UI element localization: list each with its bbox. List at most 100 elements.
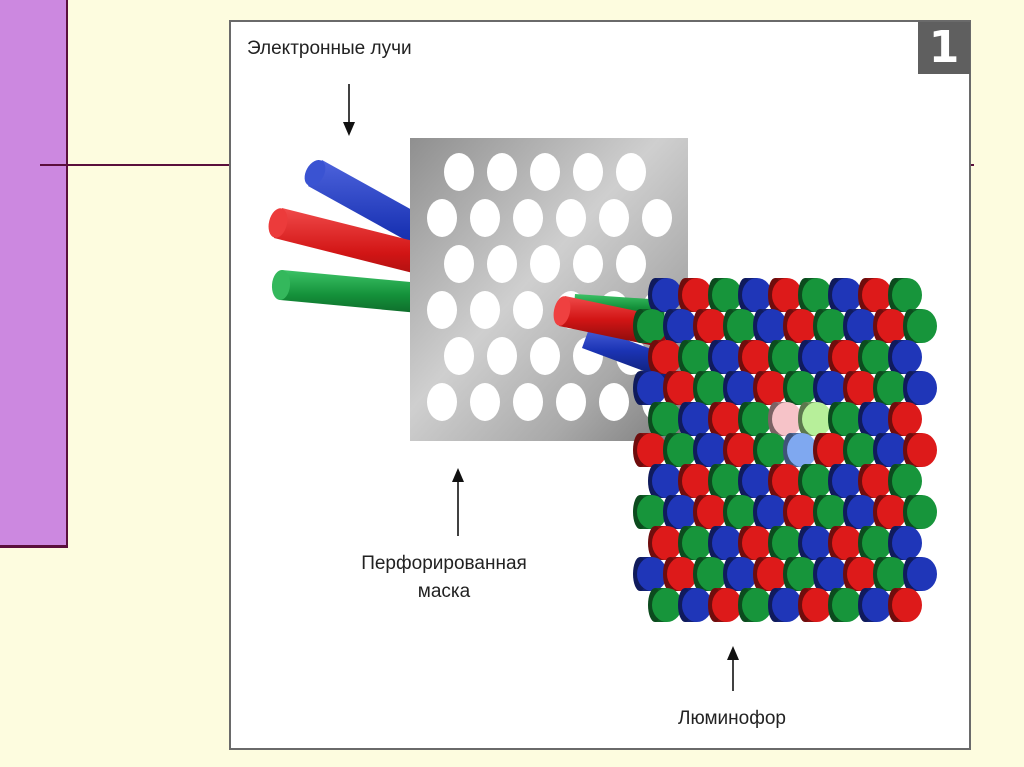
phosphor-dot xyxy=(723,557,757,591)
phosphor-dot-lit-green xyxy=(798,402,832,436)
label-phosphor: Люминофор xyxy=(678,708,786,729)
phosphor-dot xyxy=(648,402,682,436)
phosphor-dot xyxy=(648,340,682,374)
phosphor-dot xyxy=(663,557,697,591)
phosphor-dot xyxy=(888,402,922,436)
phosphor-dot xyxy=(708,340,742,374)
phosphor-dot xyxy=(678,402,712,436)
mask-hole xyxy=(427,291,457,329)
phosphor-dot xyxy=(798,340,832,374)
phosphor-dot xyxy=(708,464,742,498)
phosphor-dot xyxy=(693,309,727,343)
mask-hole xyxy=(513,291,543,329)
phosphor-dot xyxy=(663,495,697,529)
phosphor-dot xyxy=(858,278,892,312)
phosphor-dot xyxy=(663,371,697,405)
phosphor-dot xyxy=(903,557,937,591)
phosphor-dot xyxy=(828,526,862,560)
phosphor-dot xyxy=(858,464,892,498)
phosphor-dot xyxy=(903,495,937,529)
side-bar-base xyxy=(0,545,68,548)
phosphor-dot xyxy=(708,526,742,560)
phosphor-dot xyxy=(738,340,772,374)
phosphor-dot xyxy=(828,464,862,498)
phosphor-dot xyxy=(903,433,937,467)
phosphor-dot xyxy=(633,371,667,405)
mask-arrow xyxy=(452,468,464,536)
phosphor-dot xyxy=(663,309,697,343)
phosphor-dot xyxy=(888,340,922,374)
phosphor-dot xyxy=(873,309,907,343)
phosphor-dot xyxy=(678,588,712,622)
phosphor-dot xyxy=(828,278,862,312)
phosphor-dot xyxy=(798,464,832,498)
phosphor-dot xyxy=(798,526,832,560)
phosphor-dot-lit-red xyxy=(768,402,802,436)
phosphor-dot xyxy=(843,495,877,529)
mask-hole xyxy=(573,153,603,191)
mask-hole xyxy=(444,245,474,283)
mask-hole xyxy=(642,199,672,237)
phosphor-dot xyxy=(738,278,772,312)
phosphor-dot xyxy=(858,526,892,560)
green-beam-end xyxy=(271,270,291,300)
phosphor-screen xyxy=(633,278,937,622)
mask-hole xyxy=(487,245,517,283)
mask-hole xyxy=(487,153,517,191)
phosphor-dot xyxy=(648,588,682,622)
phosphor-dot xyxy=(768,588,802,622)
phosphor-dot xyxy=(768,526,802,560)
phosphor-dot xyxy=(873,433,907,467)
phosphor-dot xyxy=(828,588,862,622)
phosphor-dot xyxy=(783,309,817,343)
phosphor-dot xyxy=(858,588,892,622)
mask-hole xyxy=(427,383,457,421)
mask-hole xyxy=(599,199,629,237)
arrows xyxy=(343,84,739,691)
phosphor-dot xyxy=(873,371,907,405)
phosphor-dot xyxy=(873,495,907,529)
phosphor-dot xyxy=(663,433,697,467)
side-bar xyxy=(0,0,68,547)
phosphor-dot xyxy=(648,526,682,560)
red-beam-end xyxy=(268,208,288,238)
phosphor-dot xyxy=(783,495,817,529)
phosphor-dot xyxy=(903,309,937,343)
phosphor-dot xyxy=(678,464,712,498)
mask-hole xyxy=(616,245,646,283)
phosphor-dot xyxy=(633,309,667,343)
phosphor-dot xyxy=(828,340,862,374)
mask-hole xyxy=(599,383,629,421)
phosphor-dot xyxy=(678,278,712,312)
phosphor-dot xyxy=(738,526,772,560)
phosphor-dot xyxy=(843,309,877,343)
phosphor-dot xyxy=(753,371,787,405)
phosphor-dot xyxy=(843,557,877,591)
phosphor-dot xyxy=(693,371,727,405)
phosphor-dot xyxy=(843,371,877,405)
phosphor-dot xyxy=(648,464,682,498)
phosphor-dot xyxy=(738,464,772,498)
phosphor-dot xyxy=(858,402,892,436)
phosphor-dot xyxy=(798,588,832,622)
phosphor-dot xyxy=(828,402,862,436)
phosphor-dot xyxy=(783,557,817,591)
phosphor-dot xyxy=(708,402,742,436)
phosphor-dot xyxy=(768,340,802,374)
mask-hole xyxy=(444,337,474,375)
phosphor-dot xyxy=(723,433,757,467)
phosphor-dot xyxy=(693,557,727,591)
mask-hole xyxy=(470,199,500,237)
phosphor-dot xyxy=(888,278,922,312)
phosphor-dot xyxy=(873,557,907,591)
mask-hole xyxy=(530,337,560,375)
mask-hole xyxy=(487,337,517,375)
phosphor-dot xyxy=(888,526,922,560)
phosphor-dot xyxy=(723,371,757,405)
phosphor-dot xyxy=(753,495,787,529)
phosphor-dot xyxy=(888,464,922,498)
mask-hole xyxy=(616,153,646,191)
phosphor-dot xyxy=(813,371,847,405)
